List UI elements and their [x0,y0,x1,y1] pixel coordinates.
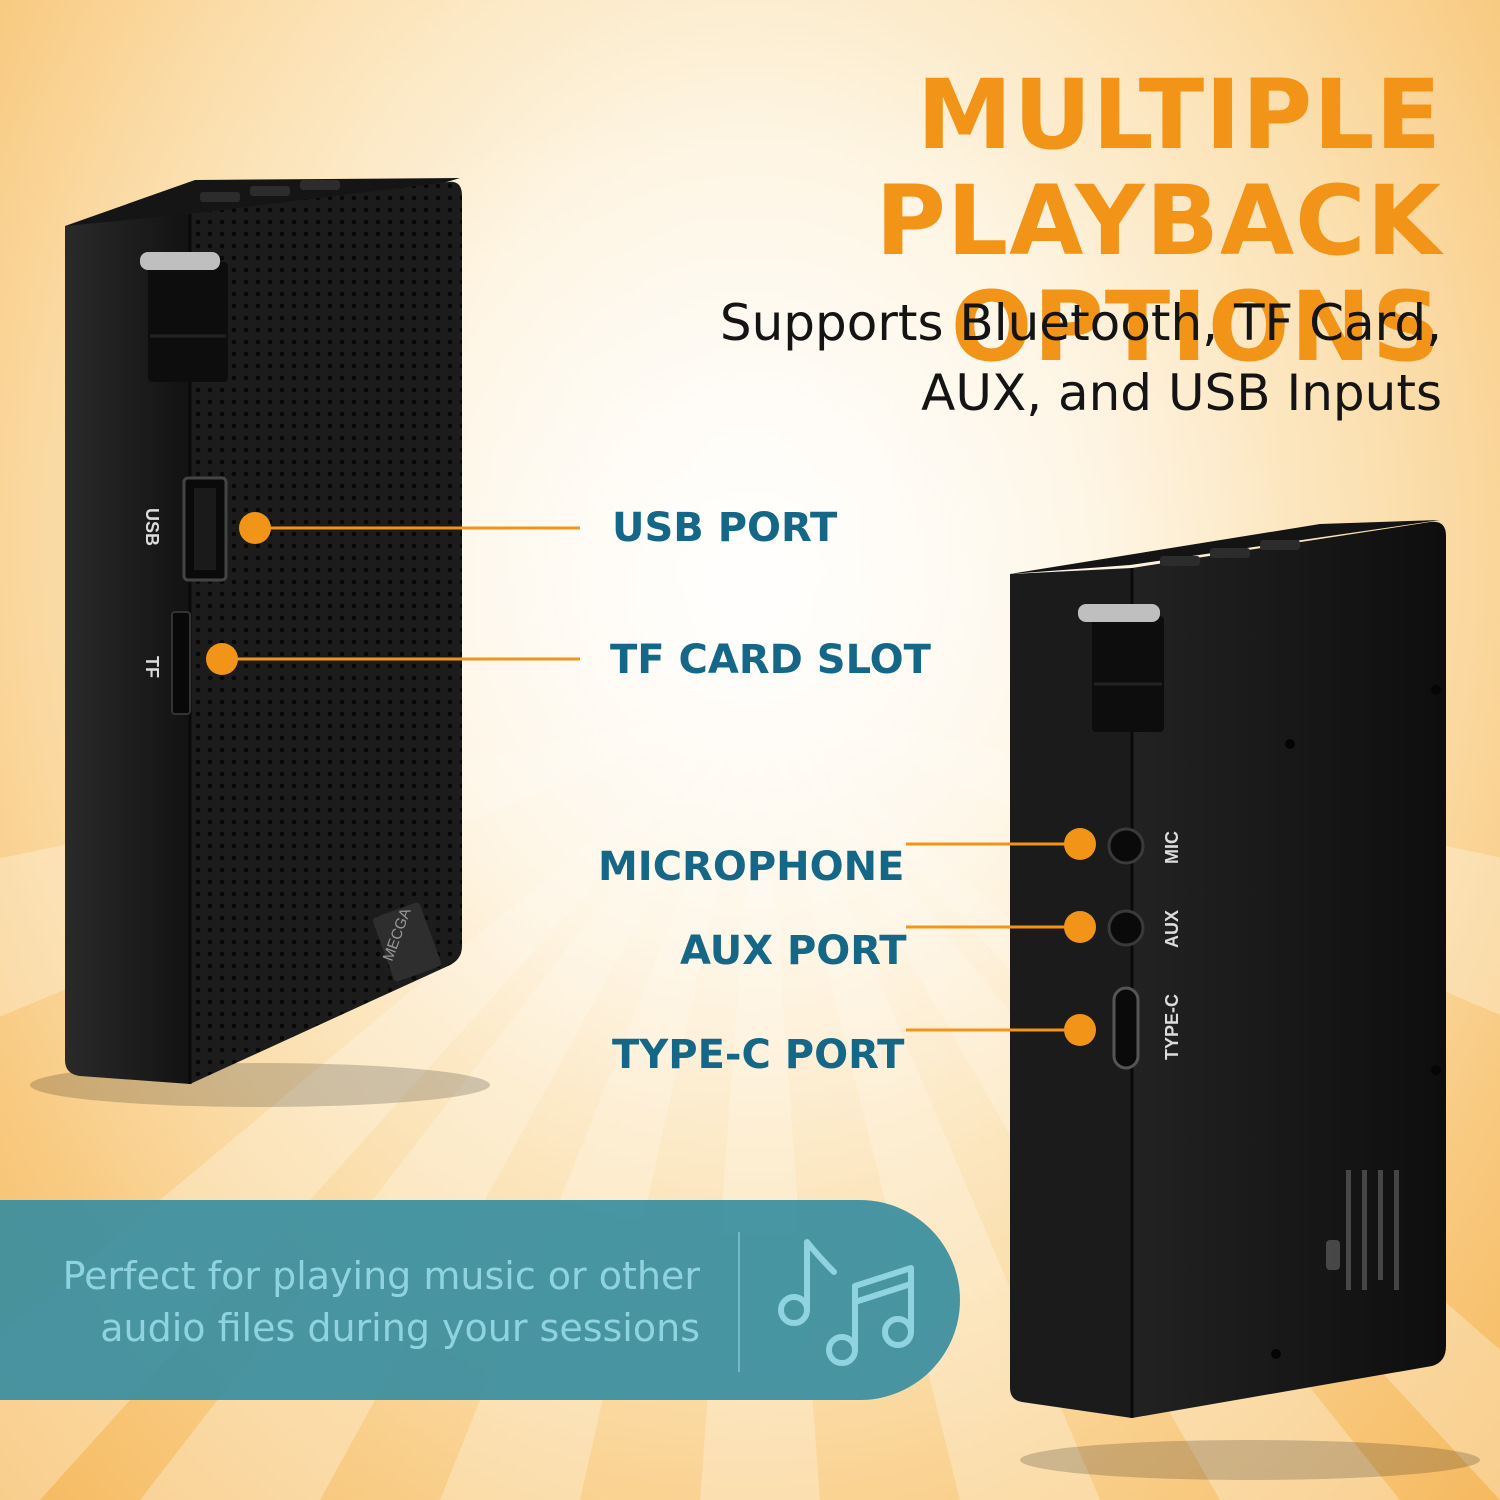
marking-aux: AUX [1162,910,1182,948]
speaker-left [30,178,490,1107]
marking-mic: MIC [1162,831,1182,864]
headline-line-2: OPTIONS [950,271,1442,383]
callout-lines [206,512,1096,1046]
callout-aux-port: AUX PORT [680,928,907,974]
callout-type-c-port: TYPE-C PORT [612,1032,905,1078]
subheadline-line-2: AUX, and USB Inputs [921,364,1442,422]
subheadline: Supports Bluetooth, TF Card, AUX, and US… [542,288,1442,428]
banner-line-1: Perfect for playing music or other [62,1254,700,1298]
marking-usb: USB [142,508,162,546]
callout-usb-port: USB PORT [612,505,838,551]
speaker-right [1010,520,1480,1480]
marking-typec: TYPE-C [1162,994,1182,1060]
callout-microphone: MICROPHONE [598,844,905,890]
banner-divider [738,1232,740,1372]
banner-text: Perfect for playing music or other audio… [20,1250,700,1354]
music-note-icon [778,1239,914,1366]
headline: MULTIPLE PLAYBACK OPTIONS [342,62,1442,380]
headline-line-1: MULTIPLE PLAYBACK [875,59,1442,277]
banner-line-2: audio files during your sessions [100,1306,700,1350]
marking-tf: TF [142,656,162,678]
subheadline-line-1: Supports Bluetooth, TF Card, [719,294,1442,352]
callout-tf-card-slot: TF CARD SLOT [610,637,931,683]
